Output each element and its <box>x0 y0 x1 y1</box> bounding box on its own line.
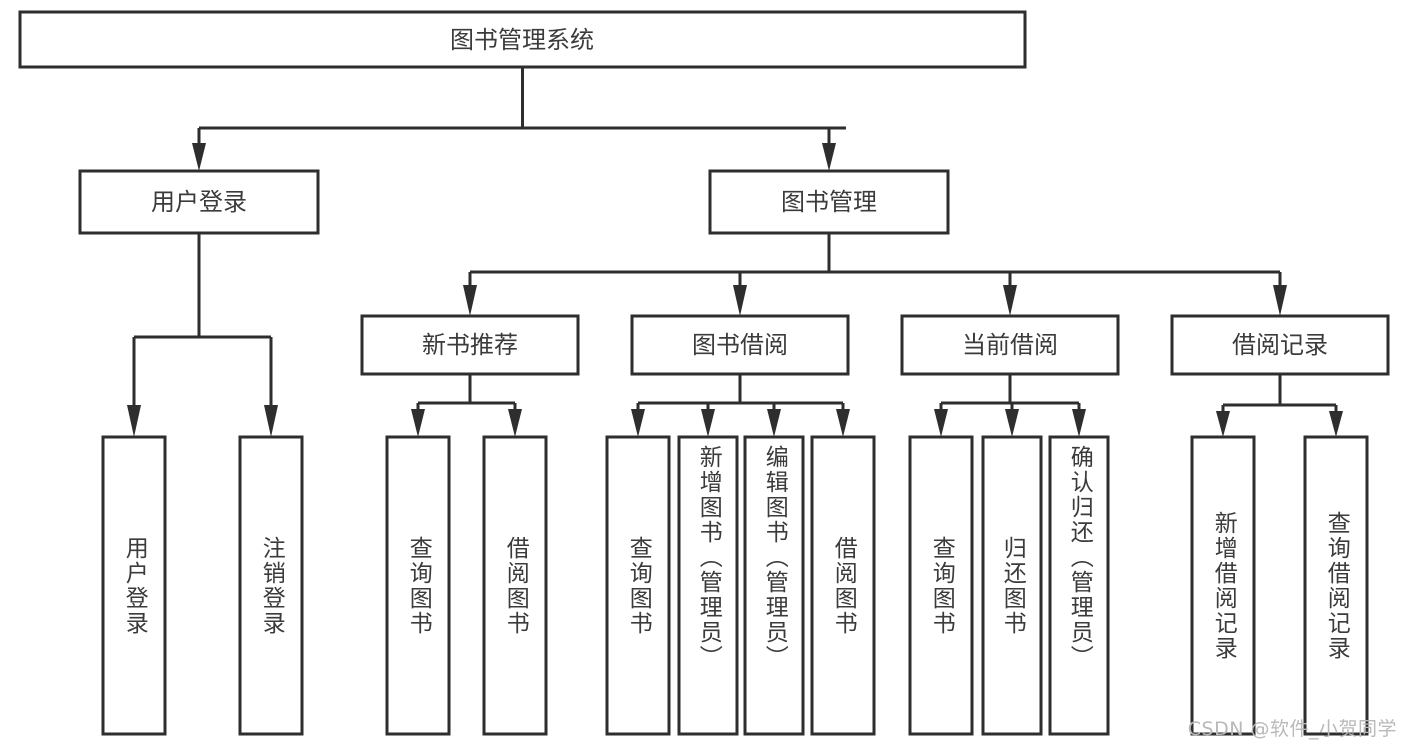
node-root[interactable]: 图书管理系统 <box>18 10 1027 69</box>
edge-group-root-to-level2 <box>192 67 846 171</box>
edge-group-user-login-to-leaves <box>127 233 278 437</box>
node-leaf-query-book-3-box[interactable] <box>908 435 974 736</box>
node-root-label: 图书管理系统 <box>450 26 594 54</box>
node-leaf-add-book-box[interactable] <box>677 435 739 736</box>
node-book-mgmt[interactable]: 图书管理 <box>708 169 950 235</box>
node-borrow-record-label: 借阅记录 <box>1232 331 1328 359</box>
node-book-mgmt-box[interactable] <box>708 169 950 235</box>
arrow-head-new-book-rec <box>463 285 477 316</box>
edge-group-borrow-record-to-leaves <box>1216 374 1343 437</box>
node-book-mgmt-label: 图书管理 <box>781 188 877 216</box>
edge-group-current-borrow-to-leaves <box>934 374 1086 437</box>
arrow-head-leaf-add-book <box>701 409 715 437</box>
node-user-login[interactable]: 用户登录 <box>78 169 320 235</box>
node-new-book-rec-label: 新书推荐 <box>422 331 518 359</box>
arrow-head-current-borrow <box>1003 285 1017 316</box>
node-borrow-record-box[interactable] <box>1170 314 1390 376</box>
node-user-login-box[interactable] <box>78 169 320 235</box>
arrow-head-leaf-query-book-3 <box>934 409 948 437</box>
node-leaf-query-record-box[interactable] <box>1303 435 1369 736</box>
arrow-head-leaf-query-record <box>1329 411 1343 437</box>
node-current-borrow-box[interactable] <box>900 314 1120 376</box>
node-new-book-rec-box[interactable] <box>360 314 580 376</box>
arrow-head-leaf-query-book-1 <box>411 409 425 437</box>
node-book-borrow[interactable]: 图书借阅 <box>630 314 850 376</box>
node-leaf-logout-box[interactable] <box>238 435 304 736</box>
arrow-head-leaf-query-book-2 <box>631 409 645 437</box>
node-new-book-rec[interactable]: 新书推荐 <box>360 314 580 376</box>
node-borrow-record[interactable]: 借阅记录 <box>1170 314 1390 376</box>
arrow-head-leaf-confirm-return <box>1072 409 1086 437</box>
node-book-borrow-box[interactable] <box>630 314 850 376</box>
arrow-head-leaf-add-record <box>1216 411 1230 437</box>
node-leaf-user-login-box[interactable] <box>101 435 167 736</box>
edge-group-new-book-rec-to-leaves <box>411 374 522 437</box>
node-current-borrow[interactable]: 当前借阅 <box>900 314 1120 376</box>
node-current-borrow-label: 当前借阅 <box>962 331 1058 359</box>
arrow-head-leaf-logout <box>264 405 278 437</box>
arrow-head-leaf-edit-book <box>767 409 781 437</box>
node-leaf-confirm-return-box[interactable] <box>1048 435 1110 736</box>
csdn-watermark: CSDN @软件_小贺同学 <box>1187 718 1397 740</box>
edge-group-book-mgmt-to-level3 <box>463 233 1287 316</box>
node-leaf-borrow-book-2-box[interactable] <box>810 435 876 736</box>
arrow-head-book-mgmt <box>822 143 836 171</box>
edge-group-book-borrow-to-leaves <box>631 374 850 437</box>
node-leaf-query-book-2-box[interactable] <box>605 435 671 736</box>
arrow-head-leaf-borrow-book-1 <box>508 409 522 437</box>
node-root-box[interactable] <box>18 10 1027 69</box>
node-user-login-label: 用户登录 <box>151 188 247 216</box>
node-leaf-query-book-1-box[interactable] <box>385 435 451 736</box>
node-leaf-borrow-book-1-box[interactable] <box>482 435 548 736</box>
arrow-head-book-borrow <box>733 285 747 316</box>
node-leaf-add-record-box[interactable] <box>1190 435 1256 736</box>
leaf-box-group <box>101 435 1369 736</box>
arrow-head-user-login <box>192 143 206 171</box>
arrow-head-leaf-borrow-book-2 <box>836 409 850 437</box>
arrow-head-leaf-return-book <box>1005 409 1019 437</box>
node-leaf-return-book-box[interactable] <box>981 435 1043 736</box>
arrow-head-leaf-user-login <box>127 405 141 437</box>
arrow-head-borrow-record <box>1273 285 1287 316</box>
node-leaf-edit-book-box[interactable] <box>743 435 805 736</box>
node-book-borrow-label: 图书借阅 <box>692 331 788 359</box>
